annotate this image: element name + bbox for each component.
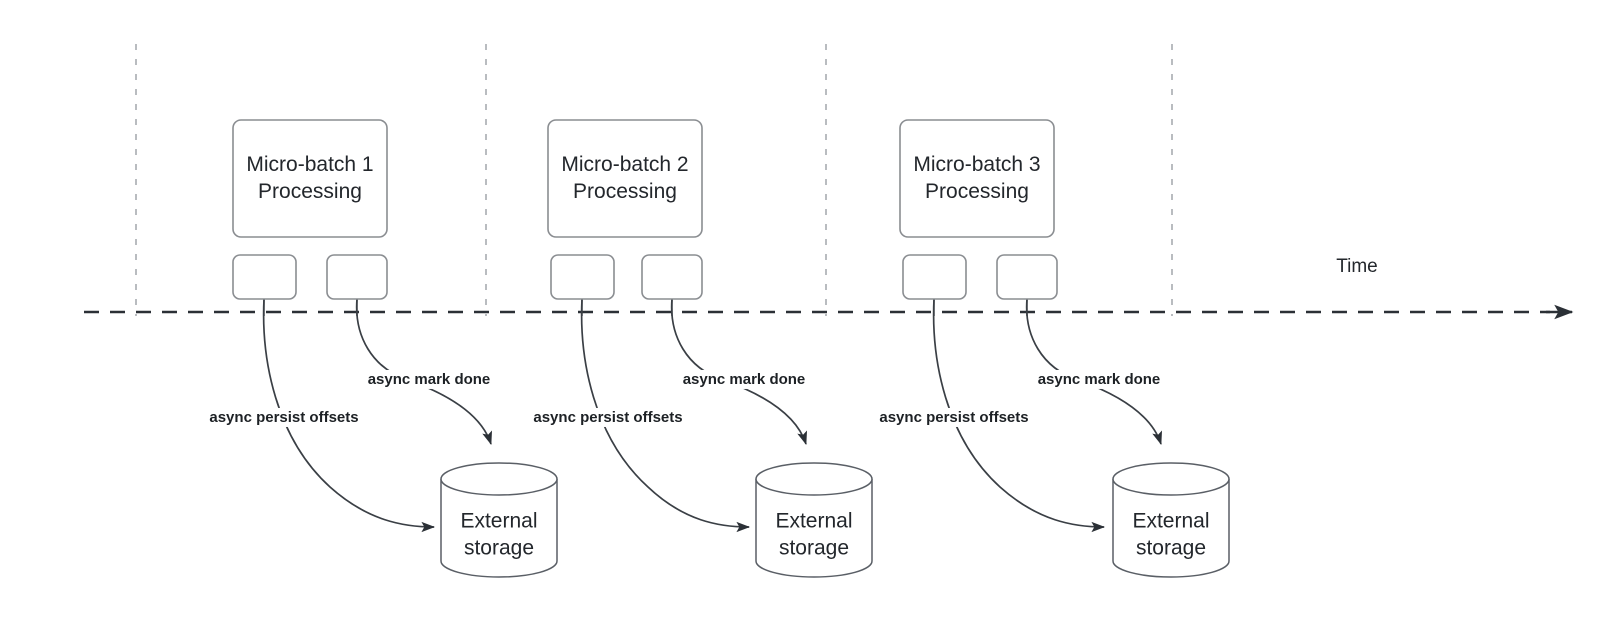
external-storage-1-label-line2: storage (464, 537, 534, 560)
external-storage-2-label-line2: storage (779, 537, 849, 560)
edge-async-mark-done-2-label: async mark done (683, 371, 806, 388)
micro-batch-2-box[interactable] (547, 119, 703, 238)
external-storage-1-body (440, 479, 558, 578)
edge-async-mark-done-2-label-group: async mark done (678, 369, 810, 389)
mini-box-1b[interactable] (326, 254, 388, 300)
micro-batch-1-label-line1: Micro-batch 1 (246, 153, 373, 176)
edge-async-persist-offsets-3-label-backdrop (875, 407, 1033, 427)
external-storage-3-label-line2: storage (1136, 537, 1206, 560)
tick-lines-group (135, 44, 1173, 316)
edge-async-mark-done-3-label-backdrop (1033, 369, 1165, 389)
external-storage-2-top-ellipse (755, 462, 873, 496)
edge-async-mark-done-3-label: async mark done (1038, 371, 1161, 388)
edge-async-persist-offsets-3-label-group: async persist offsets (875, 407, 1033, 427)
external-storage-1[interactable]: External storage (440, 462, 558, 578)
edge-labels-group: async persist offsets async mark done asyn… (205, 369, 1165, 427)
external-storage-3[interactable]: External storage (1112, 462, 1230, 578)
edge-async-persist-offsets-2 (580, 298, 751, 533)
mini-box-2a[interactable] (550, 254, 615, 300)
edge-async-mark-done-2-label-backdrop (678, 369, 810, 389)
mini-box-3a[interactable] (902, 254, 967, 300)
edge-async-persist-offsets-1-label-backdrop (205, 407, 363, 427)
edge-async-mark-done-1-label-group: async mark done (363, 369, 495, 389)
edge-async-persist-offsets-3-label: async persist offsets (879, 409, 1028, 426)
micro-batch-3-label-line1: Micro-batch 3 (913, 153, 1040, 176)
external-storage-2-label-line1: External (775, 510, 852, 533)
micro-batch-1-box[interactable] (232, 119, 388, 238)
edge-async-mark-done-1-label: async mark done (368, 371, 491, 388)
mini-box-1a[interactable] (232, 254, 297, 300)
time-axis-label: Time (1336, 256, 1378, 277)
mini-box-3b[interactable] (996, 254, 1058, 300)
micro-batch-3-label-line2: Processing (925, 180, 1029, 203)
edge-async-persist-offsets-3 (932, 298, 1106, 533)
external-storage-2-body (755, 479, 873, 578)
external-storage-2[interactable]: External storage (755, 462, 873, 578)
edge-async-mark-done-1-label-backdrop (363, 369, 495, 389)
micro-batch-1-node[interactable]: Micro-batch 1 Processing (232, 119, 388, 238)
external-storage-3-label-line1: External (1132, 510, 1209, 533)
edge-async-persist-offsets-1-label-group: async persist offsets (205, 407, 363, 427)
external-storage-1-top-ellipse (440, 462, 558, 496)
edge-async-persist-offsets-2-label: async persist offsets (533, 409, 682, 426)
micro-batch-3-node[interactable]: Micro-batch 3 Processing (899, 119, 1055, 238)
micro-batch-1-label-line2: Processing (258, 180, 362, 203)
axis-label-group: Time (1336, 256, 1378, 277)
external-storage-3-body (1112, 479, 1230, 578)
micro-batch-2-node[interactable]: Micro-batch 2 Processing (547, 119, 703, 238)
micro-batch-2-label-line1: Micro-batch 2 (561, 153, 688, 176)
edge-async-persist-offsets-1 (262, 298, 436, 533)
edge-async-persist-offsets-1-label: async persist offsets (209, 409, 358, 426)
external-storage-3-top-ellipse (1112, 462, 1230, 496)
micro-batch-2-label-line2: Processing (573, 180, 677, 203)
edge-async-mark-done-3-label-group: async mark done (1033, 369, 1165, 389)
edge-async-persist-offsets-2-label-group: async persist offsets (529, 407, 687, 427)
micro-batch-3-box[interactable] (899, 119, 1055, 238)
edge-async-persist-offsets-2-label-backdrop (529, 407, 687, 427)
external-storage-1-label-line1: External (460, 510, 537, 533)
mini-box-2b[interactable] (641, 254, 703, 300)
